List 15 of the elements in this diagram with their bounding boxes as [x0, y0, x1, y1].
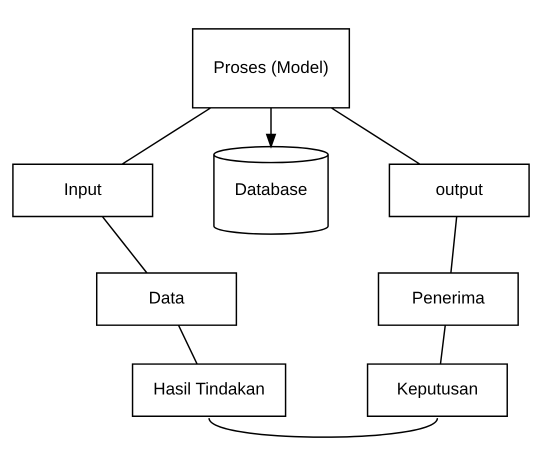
- connector: [122, 107, 211, 165]
- node-box: Keputusan: [366, 363, 508, 418]
- node-box: Input: [12, 164, 154, 218]
- connector: [208, 418, 438, 438]
- node-box: Data: [96, 272, 238, 326]
- arrow: [266, 108, 276, 149]
- node-box: Proses (Model): [192, 28, 350, 109]
- connector: [440, 325, 446, 364]
- connector: [178, 325, 198, 364]
- node-box: Penerima: [378, 272, 519, 326]
- connector: [450, 216, 458, 273]
- node-box: Hasil Tindakan: [132, 363, 286, 418]
- node-box: output: [388, 164, 530, 218]
- connector: [102, 216, 148, 274]
- connector: [331, 107, 420, 165]
